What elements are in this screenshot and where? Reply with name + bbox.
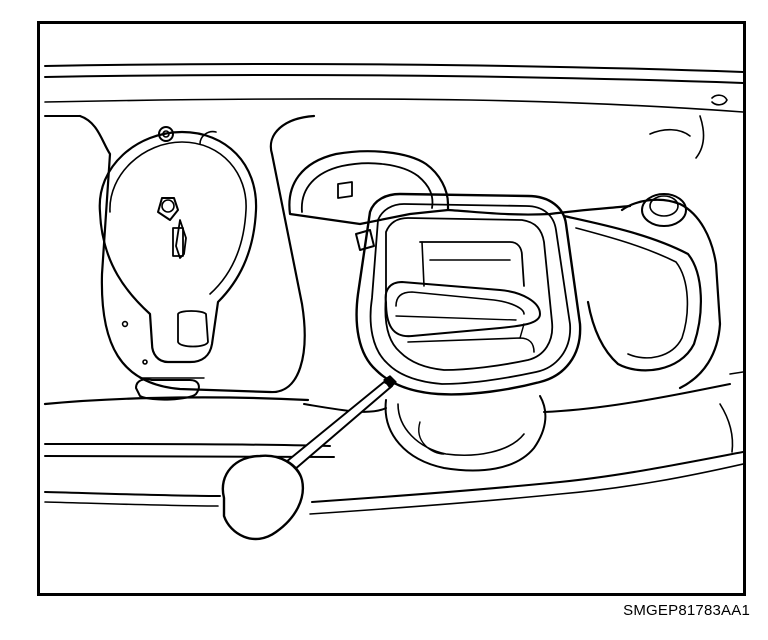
bulb-socket	[157, 197, 179, 221]
service-diagram	[43, 63, 743, 541]
figure-frame	[37, 21, 746, 596]
upper-body-panel	[44, 63, 743, 117]
screwdriver-handle	[221, 454, 305, 541]
square-hole	[177, 310, 209, 348]
lower-body-panel	[44, 371, 743, 515]
inner-chamber	[288, 115, 722, 472]
figure-code-label: SMGEP81783AA1	[623, 602, 750, 619]
chamber-slot	[337, 181, 353, 199]
lamp-housing-panel	[43, 114, 316, 406]
oval-slot	[135, 378, 200, 401]
screwdriver	[221, 375, 397, 541]
lid-outer-edge	[355, 192, 582, 396]
vent-cap	[641, 193, 687, 227]
lower-bowl	[384, 395, 547, 472]
access-lid	[355, 192, 582, 396]
panel-clip-top	[158, 126, 174, 142]
screwdriver-tip	[383, 375, 397, 389]
lid-arm	[384, 281, 541, 338]
lid-tab	[355, 229, 375, 251]
screwdriver-shaft	[285, 381, 393, 471]
